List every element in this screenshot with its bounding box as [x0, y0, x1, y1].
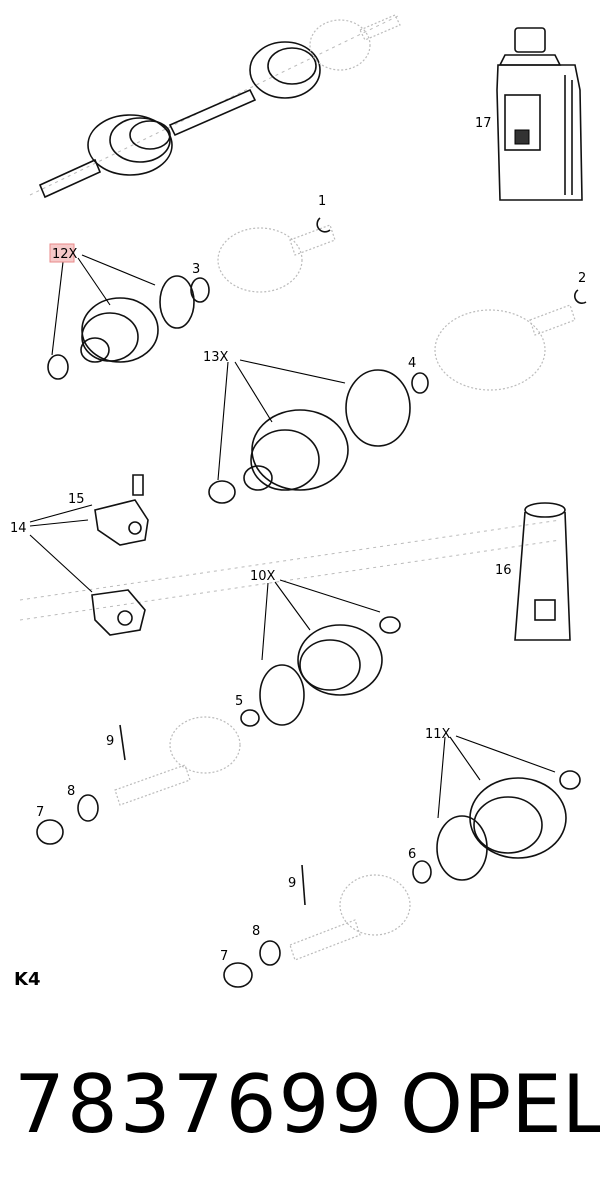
circlip-1: [316, 217, 331, 233]
circlip-2: [574, 289, 587, 305]
callout-11x: 11X: [425, 727, 451, 742]
callout-13x: 13X: [203, 350, 229, 365]
boot-kit-12: [47, 275, 210, 380]
callout-4: 4: [408, 356, 416, 371]
callout-8a: 8: [67, 784, 75, 799]
callout-3: 3: [192, 262, 200, 277]
callout-9a: 9: [106, 734, 114, 749]
gear-oil-bottle: [496, 27, 583, 201]
callout-12x-highlight: [49, 243, 75, 263]
callout-12x: 12X: [52, 247, 78, 262]
part-number: 7837699: [14, 1058, 385, 1151]
grease-tube: [514, 502, 571, 641]
callout-17: 17: [475, 116, 492, 131]
exploded-parts-diagram: 1 2 3 4 5 6 7 7 8 8 9 9 10X 11X 12X 13X …: [10, 14, 587, 990]
callout-10x: 10X: [250, 569, 276, 584]
sheet-code: K4: [14, 969, 40, 990]
callout-2: 2: [578, 271, 586, 286]
joint-ghost-upper: [19, 224, 576, 621]
drive-shaft-assembly-top: [29, 14, 401, 199]
leader-lines: [29, 254, 556, 819]
callout-5: 5: [235, 694, 243, 709]
callout-7a: 7: [36, 805, 44, 820]
boot-kit-11: [223, 770, 581, 988]
callout-16: 16: [495, 563, 512, 578]
boot-kit-13: [208, 369, 429, 504]
callout-6: 6: [408, 847, 416, 862]
callout-7b: 7: [220, 949, 228, 964]
callout-8b: 8: [252, 924, 260, 939]
bearing-bracket: [91, 474, 149, 636]
brand-name: OPEL: [400, 1058, 600, 1151]
callout-1: 1: [318, 194, 326, 209]
boot-kit-10: [36, 616, 401, 845]
callout-9b: 9: [288, 876, 296, 891]
callout-15: 15: [68, 492, 85, 507]
callout-14: 14: [10, 521, 27, 536]
